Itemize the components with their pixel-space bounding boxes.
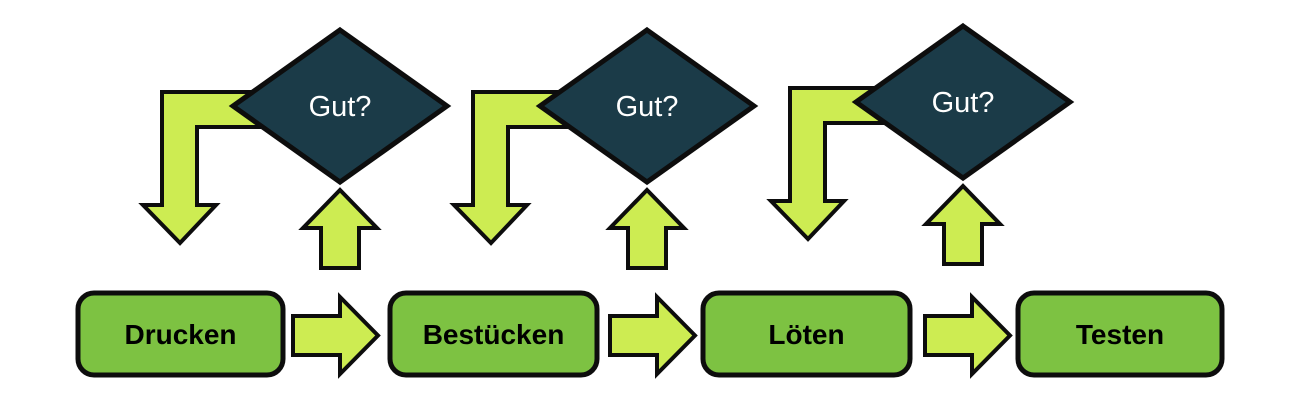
decision-label-3: Gut? [932,87,995,119]
stage-node-loeten: Löten [700,290,913,378]
stage-label-testen: Testen [1076,319,1164,350]
decision-label-1: Gut? [309,91,372,123]
stage-nodes: Drucken Bestücken Löten Testen [75,290,1225,378]
decision-node-2: Gut? [535,26,759,186]
right-arrow-icon-3 [923,292,1013,379]
stage-label-bestuecken: Bestücken [423,319,565,350]
decision-node-3: Gut? [851,22,1075,182]
decision-diamond-1 [228,26,452,186]
decision-diamond-2 [535,26,759,186]
stage-box-loeten [700,290,913,378]
decision-nodes: Gut? Gut? Gut? [228,22,1075,186]
up-arrow-icon-2 [605,187,689,270]
right-arrow-icon-1 [291,292,381,379]
right-arrow-icon-2 [608,292,698,379]
up-arrow-icon-1 [298,187,382,270]
stage-node-drucken: Drucken [75,290,286,378]
stage-box-testen [1015,290,1225,378]
stage-label-drucken: Drucken [124,319,236,350]
stage-label-loeten: Löten [768,319,844,350]
decision-node-1: Gut? [228,26,452,186]
up-arrow-icon-3 [921,183,1005,266]
decision-diamond-3 [851,22,1075,182]
stage-box-drucken [75,290,286,378]
rework-arrows [138,86,900,246]
stage-node-testen: Testen [1015,290,1225,378]
flow-arrows [291,292,1013,379]
decision-label-2: Gut? [616,91,679,123]
stage-node-bestuecken: Bestücken [387,290,600,378]
stage-box-bestuecken [387,290,600,378]
check-arrows [298,183,1005,270]
